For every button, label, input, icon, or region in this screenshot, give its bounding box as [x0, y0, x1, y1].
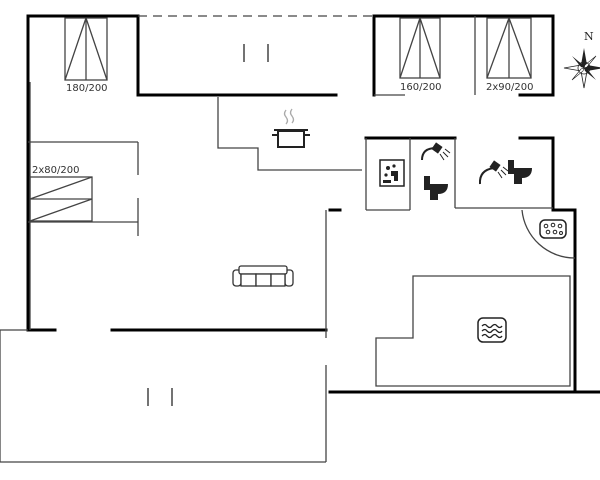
bed-1 — [64, 17, 108, 81]
shower-icon-2 — [478, 160, 509, 185]
sauna-icon — [379, 159, 405, 187]
bed-3 — [399, 17, 441, 79]
toilet-icon — [424, 176, 448, 200]
bed-4 — [486, 17, 532, 79]
table-mark-terrace — [147, 388, 173, 406]
bed-2-label: 2x80/200 — [32, 165, 79, 176]
bed-4-label: 2x90/200 — [486, 82, 533, 93]
table-mark-top — [243, 44, 269, 62]
cooking-pot-icon — [272, 108, 310, 148]
bed-3-label: 160/200 — [400, 82, 442, 93]
sofa-icon — [232, 265, 294, 287]
bed-1-label: 180/200 — [66, 83, 108, 94]
compass-north-label: N — [584, 30, 594, 43]
bed-2 — [29, 176, 93, 222]
compass-rose-icon — [563, 48, 600, 89]
toilet-icon-2 — [508, 160, 532, 184]
shower-icon — [421, 142, 451, 161]
pool-icon — [477, 317, 507, 343]
walls — [26, 14, 600, 394]
whirlpool-icon — [539, 219, 567, 239]
